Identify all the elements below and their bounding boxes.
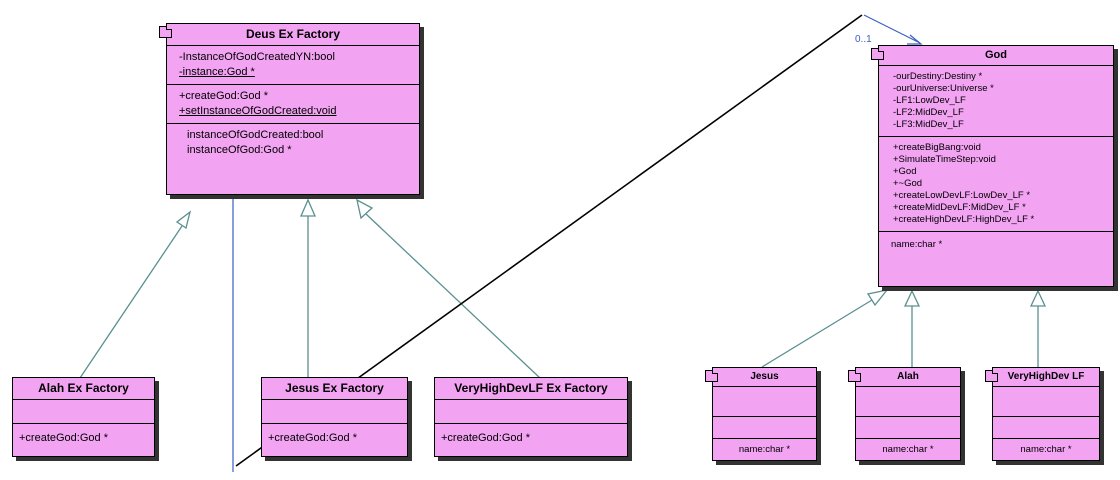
operation: +SimulateTimeStep:void xyxy=(893,154,996,165)
attribute: -ourDestiny:Destiny * xyxy=(893,71,983,82)
operations-section: +createGod:God * +setInstanceOfGodCreate… xyxy=(167,85,419,124)
class-title: Alah xyxy=(848,368,960,387)
package-icon xyxy=(985,370,998,382)
class-veryhighdevlf-ex-factory[interactable]: VeryHighDevLF Ex Factory +createGod:God … xyxy=(434,377,628,457)
operation: +~God xyxy=(893,178,923,189)
property: name:char * xyxy=(891,239,943,250)
generalization-arrowhead xyxy=(175,210,192,230)
attribute: -LF3:MidDev_LF xyxy=(893,119,964,130)
generalization-jesus xyxy=(761,299,873,368)
generalization-arrowhead xyxy=(866,288,889,307)
property: name:char * xyxy=(1020,444,1072,455)
class-name: VeryHighDev LF xyxy=(1007,371,1085,382)
operations-section: +createGod:God * xyxy=(13,424,154,450)
property: instanceOfGod:God * xyxy=(187,144,292,156)
attribute: -instance:God * xyxy=(179,66,255,78)
attributes-section xyxy=(13,400,154,424)
attributes-section xyxy=(856,387,960,417)
attributes-section: -InstanceOfGodCreatedYN:bool -instance:G… xyxy=(167,46,419,85)
class-title: Jesus Ex Factory xyxy=(262,378,407,400)
attribute: -LF2:MidDev_LF xyxy=(893,107,964,118)
operation: +setInstanceOfGodCreated:void xyxy=(179,105,337,117)
property: instanceOfGodCreated:bool xyxy=(187,129,324,141)
attributes-section xyxy=(713,387,816,417)
operations-section: +createBigBang:void +SimulateTimeStep:vo… xyxy=(879,137,1113,232)
class-title: VeryHighDevLF Ex Factory xyxy=(435,378,627,400)
association-line xyxy=(863,14,921,44)
attributes-section: -ourDestiny:Destiny * -ourUniverse:Unive… xyxy=(879,66,1113,137)
operations-section: +createGod:God * xyxy=(435,424,627,450)
class-title: God xyxy=(871,46,1113,66)
class-alah[interactable]: Alah name:char * xyxy=(848,367,961,461)
package-icon xyxy=(871,48,884,60)
operation: +createGod:God * xyxy=(268,432,357,444)
class-title: Deus Ex Factory xyxy=(159,24,419,46)
properties-section: name:char * xyxy=(713,439,816,461)
operation: +createGod:God * xyxy=(441,432,530,444)
generalization-arrowhead xyxy=(903,289,921,307)
operations-section xyxy=(856,417,960,439)
generalization-arrowhead xyxy=(1029,289,1047,307)
class-veryhighdev-lf[interactable]: VeryHighDev LF name:char * xyxy=(985,367,1100,461)
property: name:char * xyxy=(738,444,791,455)
class-name: Deus Ex Factory xyxy=(245,27,341,41)
operation: +createMidDevLF:MidDev_LF * xyxy=(893,202,1026,213)
operation: +createGod:God * xyxy=(179,90,268,102)
property: name:char * xyxy=(882,444,934,455)
operation: +God xyxy=(893,166,917,177)
operations-section xyxy=(713,417,816,439)
generalization-arrowhead xyxy=(356,198,374,220)
class-name: Alah Ex Factory xyxy=(38,381,129,395)
class-name: Alah xyxy=(897,371,919,382)
operation: +createBigBang:void xyxy=(893,142,981,153)
class-name: VeryHighDevLF Ex Factory xyxy=(454,381,608,395)
multiplicity-label: 0..1 xyxy=(855,34,872,45)
class-jesus-ex-factory[interactable]: Jesus Ex Factory +createGod:God * xyxy=(261,377,408,457)
attributes-section xyxy=(993,387,1099,417)
properties-section: name:char * xyxy=(856,439,960,461)
operation: +createHighDevLF:HighDev_LF * xyxy=(893,214,1035,225)
operations-section xyxy=(993,417,1099,439)
package-icon xyxy=(159,26,172,38)
class-title: Alah Ex Factory xyxy=(13,378,154,400)
association-arrowhead xyxy=(907,34,923,45)
package-icon xyxy=(848,370,861,382)
operation: +createGod:God * xyxy=(19,432,108,444)
class-god[interactable]: God -ourDestiny:Destiny * -ourUniverse:U… xyxy=(871,45,1114,287)
attribute: -LF1:LowDev_LF xyxy=(893,95,966,106)
class-name: Jesus xyxy=(750,371,779,382)
class-jesus[interactable]: Jesus name:char * xyxy=(705,367,817,461)
class-name: Jesus Ex Factory xyxy=(285,381,384,395)
generalization-arrowhead xyxy=(300,198,316,217)
attributes-section xyxy=(435,400,627,424)
attribute: -ourUniverse:Universe * xyxy=(893,83,994,94)
class-title: VeryHighDev LF xyxy=(985,368,1099,387)
generalization-alah-factory xyxy=(79,225,183,379)
operations-section: +createGod:God * xyxy=(262,424,407,450)
attributes-section xyxy=(262,400,407,424)
attribute: -InstanceOfGodCreatedYN:bool xyxy=(179,51,335,63)
class-deus-ex-factory[interactable]: Deus Ex Factory -InstanceOfGodCreatedYN:… xyxy=(159,23,420,195)
operation: +createLowDevLF:LowDev_LF * xyxy=(893,190,1031,201)
generalization-vhd-factory xyxy=(365,213,541,379)
class-name: God xyxy=(985,49,1007,61)
properties-section: name:char * xyxy=(993,439,1099,461)
package-icon xyxy=(705,370,718,382)
properties-section: name:char * xyxy=(879,232,1113,254)
properties-section: instanceOfGodCreated:bool instanceOfGod:… xyxy=(167,124,419,162)
class-title: Jesus xyxy=(705,368,816,387)
class-alah-ex-factory[interactable]: Alah Ex Factory +createGod:God * xyxy=(12,377,155,457)
